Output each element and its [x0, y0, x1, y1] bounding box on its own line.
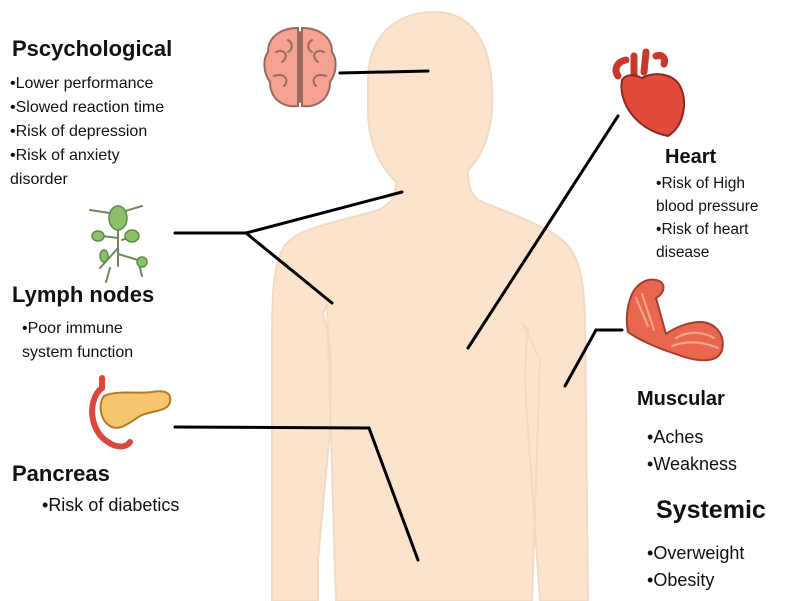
systemic-item: Overweight: [647, 540, 782, 567]
heart-item: Risk of High blood pressure: [656, 172, 786, 218]
arm-forearm: [627, 280, 723, 361]
lymph-list: Poor immune system function: [22, 317, 172, 365]
pancreas-body: [101, 391, 171, 428]
psychological-item: Risk of anxiety disorder: [10, 144, 175, 192]
connector-brain: [340, 71, 428, 73]
psychological-item: Slowed reaction time: [10, 96, 225, 120]
muscular-item: Weakness: [647, 451, 777, 478]
brain-right-lobe: [302, 28, 336, 106]
brain-left-lobe: [264, 28, 298, 106]
lymph-item: Poor immune system function: [22, 317, 172, 365]
psychological-item: Lower performance: [10, 72, 225, 96]
lymph-node-lower: [100, 250, 108, 262]
lymph-title: Lymph nodes: [12, 282, 154, 308]
lymph-node-mid: [125, 230, 139, 242]
systemic-title: Systemic: [656, 495, 766, 525]
lymph-node-large: [109, 206, 127, 230]
heart-list: Risk of High blood pressure Risk of hear…: [656, 172, 786, 264]
heart-vessels: [616, 52, 664, 76]
pancreas-list: Risk of diabetics: [42, 492, 242, 519]
muscular-item: Aches: [647, 424, 777, 451]
muscular-list: Aches Weakness: [647, 424, 777, 478]
flexed-arm-icon: [627, 280, 723, 361]
lymph-node-left: [92, 231, 104, 241]
pancreas-icon: [92, 378, 170, 447]
heart-item: Risk of heart disease: [656, 218, 786, 264]
pancreas-item: Risk of diabetics: [42, 492, 242, 519]
lymph-nodes-icon: [90, 206, 147, 282]
heart-body: [621, 74, 684, 136]
muscular-title: Muscular: [637, 386, 725, 412]
systemic-item: Obesity: [647, 567, 782, 594]
brain-icon: [264, 28, 335, 106]
pancreas-title: Pancreas: [12, 461, 110, 487]
lymph-node-bottom: [137, 257, 147, 267]
psychological-list: Lower performance Slowed reaction time R…: [10, 72, 225, 192]
systemic-list: Overweight Obesity: [647, 540, 782, 594]
psychological-title: Pscychological: [12, 36, 172, 62]
psychological-item: Risk of depression: [10, 120, 225, 144]
heart-icon: [616, 52, 684, 136]
heart-title: Heart: [665, 144, 716, 170]
